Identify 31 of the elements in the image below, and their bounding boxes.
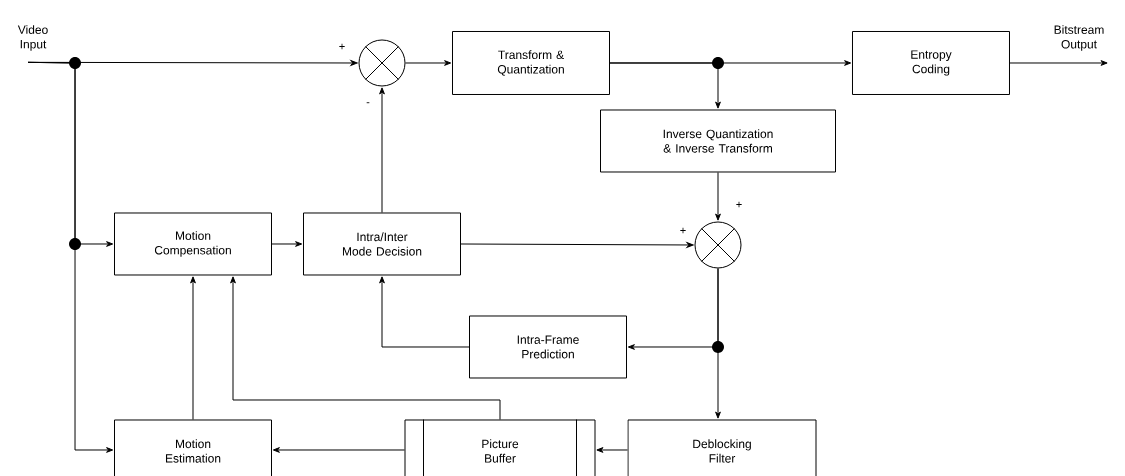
process-box: Intra/Inter Mode Decision bbox=[303, 212, 461, 276]
process-box: Transform & Quantization bbox=[452, 31, 610, 95]
edge-label: - bbox=[366, 102, 370, 104]
arrow bbox=[460, 242, 694, 248]
arrow bbox=[1009, 60, 1108, 66]
arrow bbox=[379, 87, 385, 213]
arrow bbox=[609, 62, 721, 109]
process-box: Entropy Coding bbox=[852, 31, 1010, 95]
summing-junction bbox=[694, 221, 742, 269]
summing-junction bbox=[358, 39, 406, 87]
signal-label: Video Input bbox=[17, 25, 48, 51]
arrow bbox=[190, 276, 196, 420]
process-box: Inverse Quantization & Inverse Transform bbox=[600, 109, 836, 173]
arrow bbox=[272, 447, 405, 453]
arrow bbox=[271, 241, 303, 247]
process-box: Intra-Frame Prediction bbox=[469, 315, 627, 379]
process-box: Motion Compensation bbox=[114, 212, 272, 276]
arrow bbox=[715, 268, 721, 419]
arrow bbox=[27, 61, 114, 453]
process-box: Motion Estimation bbox=[114, 419, 272, 476]
process-box: Deblocking Filter bbox=[627, 419, 817, 476]
arrow bbox=[715, 172, 721, 221]
arrow bbox=[596, 447, 628, 453]
arrow bbox=[230, 276, 501, 420]
edge-label: + bbox=[680, 227, 686, 234]
arrow bbox=[379, 276, 470, 348]
edge-label: + bbox=[339, 43, 345, 50]
edge-label: + bbox=[736, 201, 742, 208]
arrow bbox=[405, 60, 452, 66]
signal-label: Bitstream Output bbox=[1054, 25, 1104, 51]
buffer-box: Picture Buffer bbox=[404, 419, 596, 476]
